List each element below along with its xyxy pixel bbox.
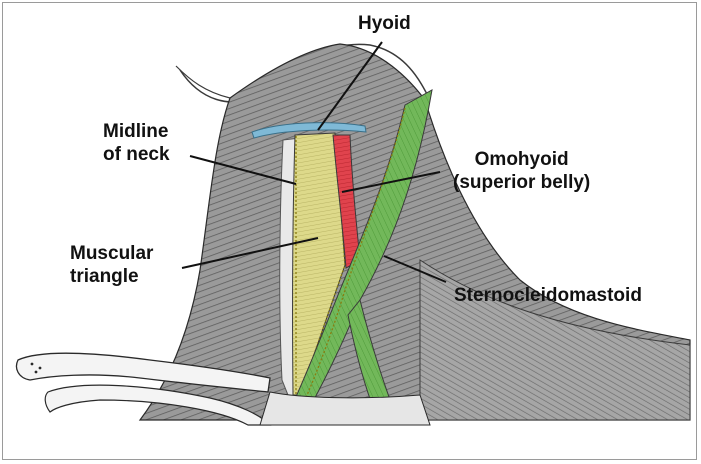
label-omohyoid: Omohyoid (superior belly) — [453, 148, 590, 194]
label-muscular-triangle: Muscular triangle — [70, 242, 153, 288]
clavicle-dot — [34, 370, 38, 374]
leader-muscular-triangle — [181, 237, 319, 269]
label-omohyoid-line2: (superior belly) — [453, 172, 591, 193]
label-muscular-line2: triangle — [70, 266, 139, 287]
leader-midline — [189, 155, 297, 185]
label-midline-line1: Midline — [103, 121, 169, 142]
jaw-left — [175, 65, 231, 99]
label-midline-line2: of neck — [103, 144, 170, 165]
first-rib — [44, 384, 272, 426]
sternum-top — [259, 391, 431, 426]
label-hyoid-text: Hyoid — [358, 13, 411, 34]
clavicle-dot — [30, 362, 34, 366]
hyoid-bone — [251, 122, 367, 139]
label-scm-text: Sternocleidomastoid — [454, 285, 642, 306]
image-frame — [2, 2, 697, 460]
right-shoulder — [419, 259, 691, 421]
leader-hyoid — [317, 41, 383, 131]
label-omohyoid-line1: Omohyoid — [474, 149, 569, 170]
label-hyoid: Hyoid — [358, 12, 411, 35]
label-sternocleidomastoid: Sternocleidomastoid — [454, 284, 642, 307]
leader-omohyoid — [341, 171, 441, 193]
leader-sternocleidomastoid — [383, 255, 447, 283]
label-muscular-line1: Muscular — [70, 243, 154, 264]
label-midline-of-neck: Midline of neck — [103, 120, 170, 166]
clavicle-left — [15, 352, 271, 393]
clavicle-dot — [38, 366, 42, 370]
